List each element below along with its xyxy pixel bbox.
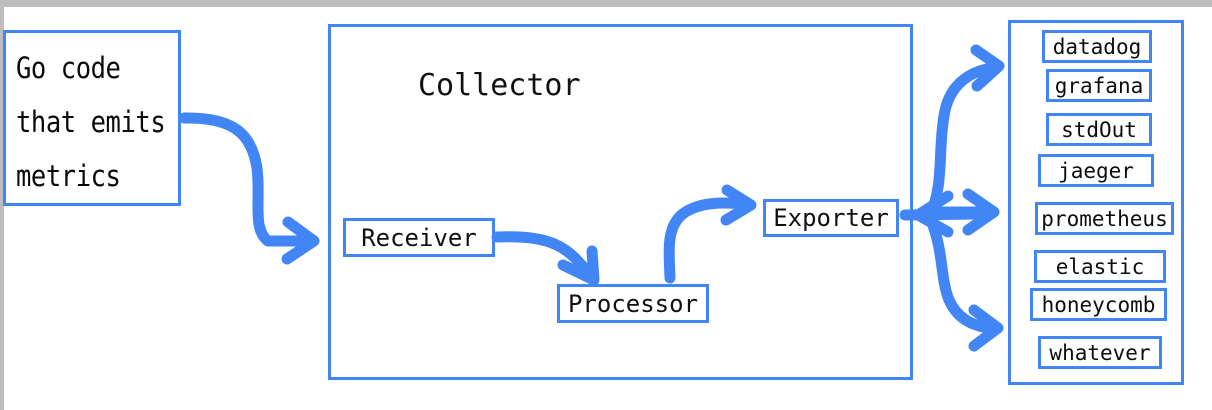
- destination-box: grafana: [1046, 69, 1152, 102]
- destination-box: elastic: [1034, 250, 1166, 283]
- destination-box: jaeger: [1038, 154, 1154, 187]
- arrow-fanout-middle: [924, 188, 1000, 236]
- destination-box: datadog: [1042, 30, 1152, 63]
- destination-box: whatever: [1038, 336, 1162, 369]
- collector-title: Collector: [418, 68, 581, 103]
- receiver-box: Receiver: [343, 218, 495, 257]
- processor-box: Processor: [557, 284, 709, 323]
- source-line-3: metrics: [16, 159, 121, 193]
- destination-box: honeycomb: [1030, 288, 1167, 321]
- arrow-exporter-trunk: [899, 190, 981, 238]
- go-code-source-box: Go code that emits metrics: [3, 30, 181, 206]
- page-chrome-top-strip: [0, 0, 1212, 7]
- source-line-2: that emits: [16, 105, 166, 139]
- destination-box: stdOut: [1046, 113, 1152, 146]
- arrow-fanout-bottom: [924, 212, 1004, 352]
- destination-box: prometheus: [1035, 202, 1174, 235]
- arrow-source-to-receiver: [178, 112, 320, 265]
- source-line-1: Go code: [16, 51, 121, 85]
- page-chrome-left-strip: [0, 7, 4, 410]
- exporter-box: Exporter: [763, 199, 899, 237]
- arrow-fanout-top: [924, 44, 1005, 221]
